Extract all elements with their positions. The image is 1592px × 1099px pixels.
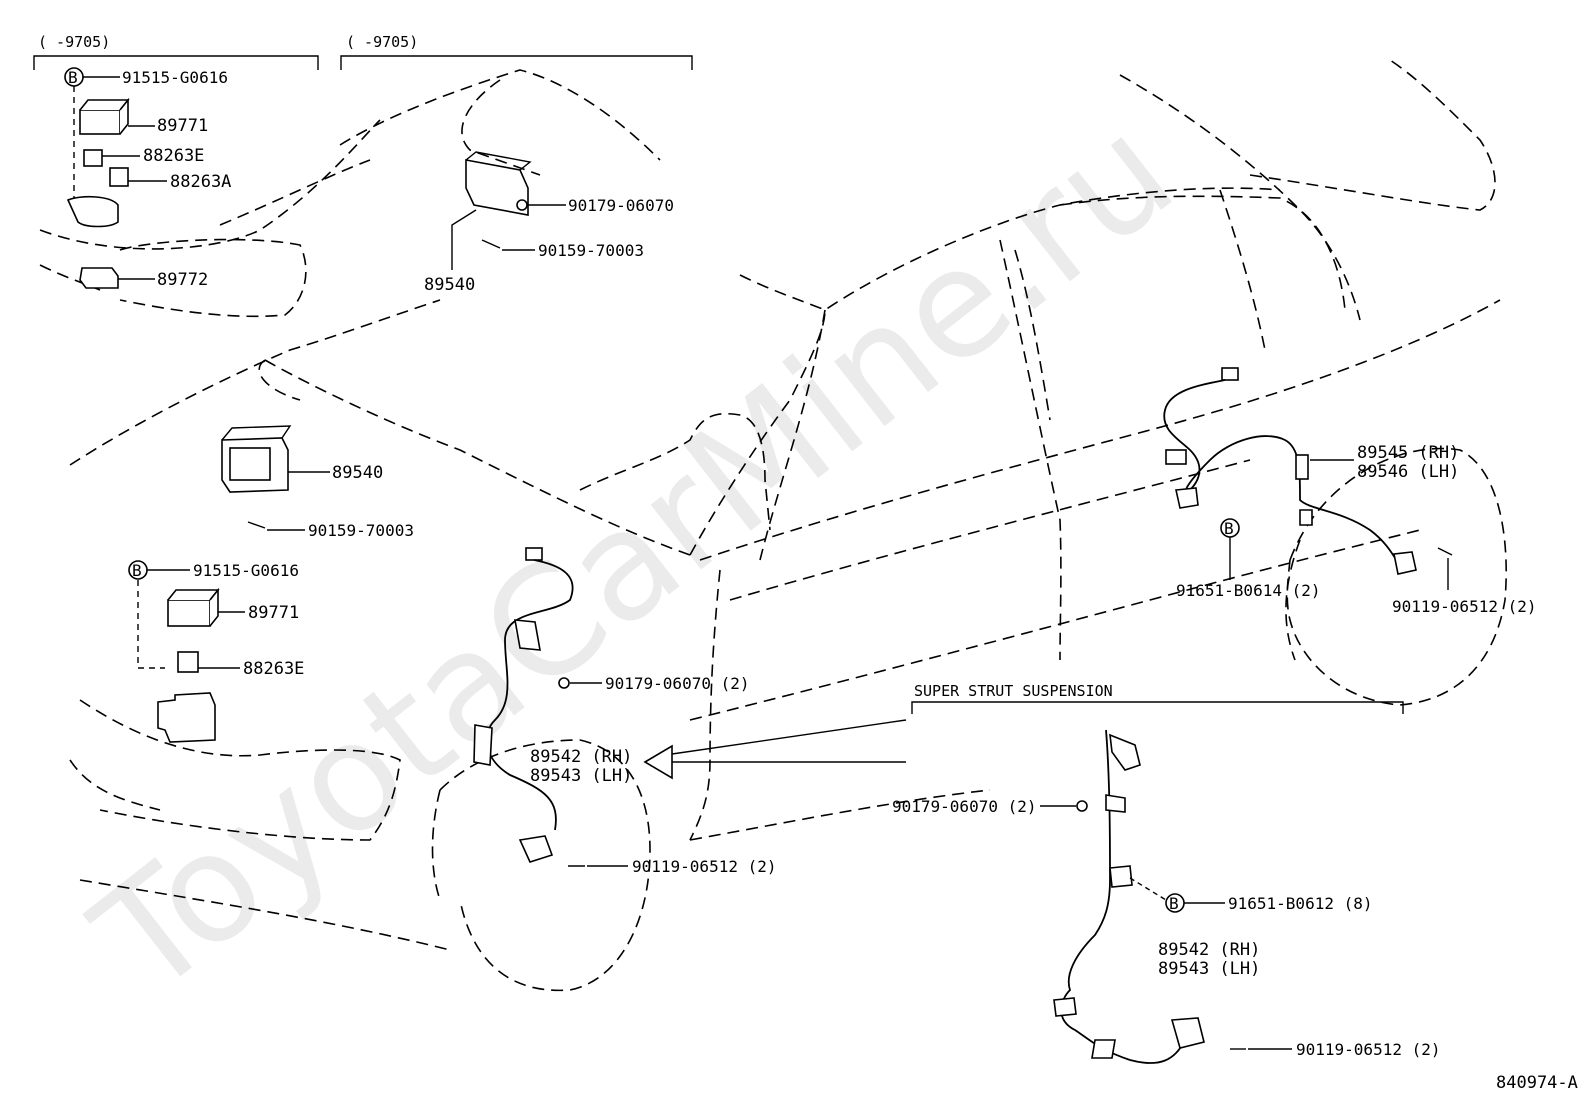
screw-icon-top [481,239,501,249]
rear-sensor-wire [1163,379,1401,566]
super-strut-parts: 90179-06070 (2) B 91651-B0612 (8) 89542 … [892,729,1441,1064]
front-sensor-wire [485,559,574,831]
front-sensor-parts: 90179-06070 (2) 89542 (RH) 89543 (LH) 90… [473,547,777,876]
nut-icon-top [516,199,528,211]
nut-icon-ss [1076,800,1088,812]
relay-88263e-tl [83,149,103,167]
label-top-screw: 90159-70003 [538,241,644,260]
label-mid-screw: 90159-70003 [308,521,414,540]
label-ss-sensor-lh: 89543 (LH) [1158,959,1260,979]
ml-parts: B 91515-G0616 89771 88263E [128,560,304,743]
header-middle-text: ( -9705) [346,33,418,51]
label-rear-sensor-rh: 89545 (RH) [1357,443,1459,463]
ss-sensor-head [1170,1017,1205,1049]
svg-text:B: B [1169,894,1179,913]
header-bracket-super-strut: SUPER STRUT SUSPENSION [911,682,1404,714]
ss-sensor-wire [1060,729,1186,1064]
label-top-nut: 90179-06070 [568,196,674,215]
front-sensor-connector [525,547,543,561]
label-ml-clip: 91515-G0616 [193,561,299,580]
label-tl-clip: 91515-G0616 [122,68,228,87]
diagram-id: 840974-A [1496,1073,1578,1093]
clip-symbol-rear: B [1220,518,1240,580]
vehicle-outline [39,59,1507,992]
label-top-ecu: 89540 [424,275,475,295]
tl-parts: B 91515-G0616 89771 88263E 88263A 89772 [64,67,231,290]
rear-sensor-parts: 89545 (RH) 89546 (LH) B 91651-B0614 (2) … [1163,367,1537,616]
bolt-icon-rear [1437,547,1453,556]
rear-sensor-head [1393,551,1417,575]
label-tl-relay-e: 88263E [143,146,204,166]
label-mid-ecu: 89540 [332,463,383,483]
label-rear-bolt: 90119-06512 (2) [1392,597,1537,616]
watermark: ToyotaCarMine.ru [64,84,1205,1028]
label-tl-relay-a: 88263A [170,172,231,192]
label-front-nut: 90179-06070 (2) [605,674,750,693]
label-front-sensor-lh: 89543 (LH) [530,766,632,786]
relay-block-ml [157,692,216,743]
screw-icon-mid [247,521,266,529]
svg-text:B: B [68,68,78,87]
header-bracket-middle: ( -9705) [340,33,693,70]
header-left-text: ( -9705) [38,33,110,51]
relay-88263a-tl [109,167,129,187]
clip-symbol-tl: B [64,67,120,87]
label-rear-sensor-lh: 89546 (LH) [1357,462,1459,482]
relay-88263e-ml [177,651,199,673]
mid-ecu-parts: 89540 90159-70003 [221,425,414,540]
header-super-strut-text: SUPER STRUT SUSPENSION [914,682,1113,700]
relay-89771-ml [167,599,211,627]
header-bracket-left: ( -9705) [33,33,319,70]
reference-arrow [643,719,907,780]
top-ecu-parts: 90179-06070 90159-70003 89540 [424,151,674,295]
svg-text:B: B [132,561,142,580]
label-ss-clip: 91651-B0612 (8) [1228,894,1373,913]
nut-icon-front [558,677,570,689]
label-ss-sensor-rh: 89542 (RH) [1158,940,1260,960]
label-ss-bolt: 90119-06512 (2) [1296,1040,1441,1059]
rear-sensor-connector [1221,367,1239,381]
label-front-bolt: 90119-06512 (2) [632,857,777,876]
label-tl-relay: 89771 [157,116,208,136]
svg-text:B: B [1224,519,1234,538]
label-ml-relay: 89771 [248,603,299,623]
label-tl-bracket: 89772 [157,270,208,290]
relay-89771-tl [79,109,121,135]
label-front-sensor-rh: 89542 (RH) [530,747,632,767]
bracket-89772 [79,267,119,289]
front-sensor-head [518,835,554,863]
clip-symbol-ml: B [128,560,190,580]
clip-symbol-ss: B [1129,877,1225,913]
label-ml-relay-e: 88263E [243,659,304,679]
label-ss-nut: 90179-06070 (2) [892,797,1037,816]
label-rear-clip: 91651-B0614 (2) [1176,581,1321,600]
relay-block-tl [66,195,119,228]
